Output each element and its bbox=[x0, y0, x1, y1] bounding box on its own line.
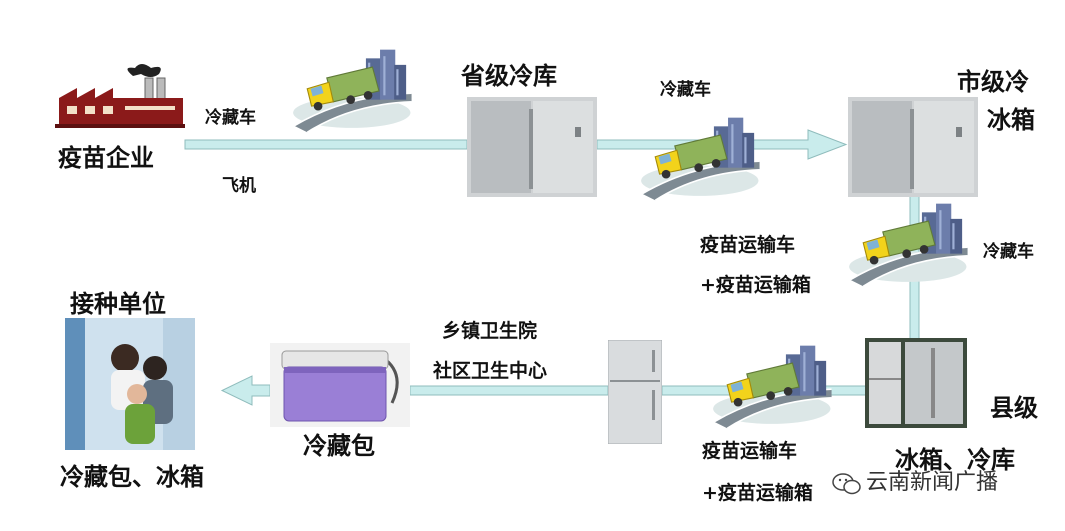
city-transport-label-line1: 疫苗运输车 bbox=[700, 234, 796, 256]
cooler-box-icon bbox=[270, 343, 410, 427]
vaccine-company-label: 疫苗企业 bbox=[58, 144, 154, 172]
provincial-truck-label: 冷藏车 bbox=[660, 80, 711, 100]
vaccination-unit-label: 接种单位 bbox=[70, 290, 166, 318]
refrigerated-truck-icon-2 bbox=[640, 116, 761, 202]
county-storage-label: 冰箱、冷库 bbox=[895, 446, 1015, 474]
refrigerated-truck-icon-3 bbox=[848, 202, 969, 288]
township-label-line1: 乡镇卫生院 bbox=[442, 320, 538, 342]
county-transport-label-line1: 疫苗运输车 bbox=[702, 440, 798, 462]
watermark-text: 云南新闻广播 bbox=[866, 470, 999, 495]
cold-bag-label: 冷藏包 bbox=[303, 432, 375, 460]
city-transport-label-line2: +疫苗运输箱 bbox=[700, 274, 811, 296]
city-fridge-label-line1: 市级冷 bbox=[957, 68, 1029, 96]
township-fridge-image bbox=[608, 340, 662, 444]
provincial-cold-storage-label: 省级冷库 bbox=[461, 62, 557, 90]
township-label-line2: 社区卫生中心 bbox=[433, 360, 548, 382]
city-cold-storage-image bbox=[848, 97, 978, 197]
county-transport-label-line2: +疫苗运输箱 bbox=[702, 482, 813, 504]
factory-icon bbox=[55, 64, 185, 128]
county-fridge-image bbox=[865, 338, 967, 428]
wechat-icon bbox=[832, 473, 861, 495]
vaccination-unit-equipment-label: 冷藏包、冰箱 bbox=[60, 463, 204, 491]
city-truck-label: 冷藏车 bbox=[983, 242, 1034, 262]
city-fridge-label-line2: 冰箱 bbox=[987, 106, 1035, 134]
refrigerated-truck-icon-1 bbox=[292, 48, 413, 134]
company-plane-label: 飞机 bbox=[222, 176, 256, 196]
refrigerated-truck-icon-4 bbox=[712, 344, 833, 430]
county-label: 县级 bbox=[990, 394, 1038, 422]
vaccination-photo bbox=[65, 318, 195, 450]
company-truck-label: 冷藏车 bbox=[205, 108, 256, 128]
provincial-cold-storage-image bbox=[467, 97, 597, 197]
